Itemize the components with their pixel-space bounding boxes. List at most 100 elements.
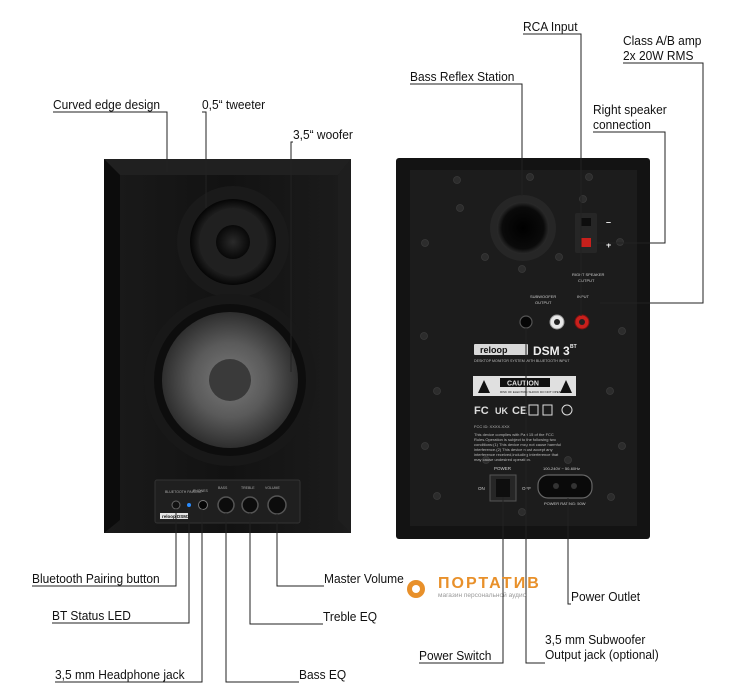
label-rca-input: RCA Input [523,19,578,34]
svg-text:This device complies with Part: This device complies with Part 15 of the… [474,432,554,437]
bass-eq-knob[interactable] [217,496,235,514]
ce-icon: CE [512,405,527,417]
warning-triangle-right-icon [560,380,572,393]
label-right-connection-line1: Right speaker [593,102,667,117]
callout-bass-eq [225,513,299,683]
callout-headphone [55,509,203,683]
sub-output-text-1: SUBWOOFER [530,294,556,299]
master-volume-knob[interactable] [267,495,287,515]
callout-lines [32,33,704,683]
weee-bin-icon [528,404,539,416]
headphone-jack[interactable] [198,500,208,510]
power-rating-text: POWER RATING: 50W [544,501,586,506]
callout-tweeter [202,111,207,208]
svg-text:may cause undesired operation.: may cause undesired operation. [474,457,531,462]
front-volume-text: VOLUME [265,486,280,490]
callout-master-volume [276,514,324,587]
label-tweeter: 0,5“ tweeter [202,97,266,112]
fcc-icon: FC [474,405,489,417]
voltage-text: 100-240V ~ 50-60Hz [543,466,580,471]
front-speaker: BLUETOOTH PAIRING PHONES BASS TREBLE VOL… [104,159,351,533]
ukca-icon: UK [495,406,508,416]
terminal-minus-sign: – [606,217,611,227]
recycle-icon [561,404,573,416]
caution-subtext: RISK OF ELECTRIC SHOCK DO NOT OPEN [500,390,561,394]
rca-right-pin [579,319,585,325]
curved-edge-top [104,159,351,175]
power-outlet[interactable] [537,474,593,499]
callout-bt-pairing [32,509,177,587]
callout-subwoofer-out [525,328,545,664]
label-master-volume: Master Volume [324,571,404,586]
switch-off-text: OFF [522,486,531,491]
certification-icons: FC UK CE [474,405,527,417]
callout-treble [249,513,323,625]
label-power-switch: Power Switch [419,648,492,663]
back-model-bt: BT [570,344,577,350]
callout-right-speaker [593,131,666,244]
terminal-plus-sign: + [606,240,611,250]
subwoofer-output-jack[interactable] [519,315,533,329]
watermark-logo [407,580,425,598]
outlet-pin-left [553,483,559,489]
bt-status-led [187,503,191,507]
outlet-pin-right [571,483,577,489]
warning-triangle-left-icon [478,380,490,393]
terminal-positive[interactable] [581,238,591,247]
bt-pairing-button[interactable] [171,500,181,510]
sub-output-text-2: OUTPUT [535,300,552,305]
tweeter-dome [216,225,250,259]
label-woofer: 3,5“ woofer [293,127,353,142]
front-bass-text: BASS [218,486,228,490]
front-pairing-text: BLUETOOTH PAIRING [165,490,202,494]
back-model-number: 3 [563,344,570,358]
label-headphone-jack: 3,5 mm Headphone jack [55,667,185,682]
watermark-subtitle: магазин персональной аудио [438,592,527,599]
front-logo-plate [160,513,188,519]
back-brand-text: reloop [480,345,508,355]
caution-text: CAUTION [507,381,539,388]
bass-reflex-port [497,202,549,254]
label-curved-edge-design: Curved edge design [53,97,161,112]
callout-class-amp [600,62,704,304]
callout-woofer [290,141,293,372]
input-text: INPUT [577,294,590,299]
right-speaker-text-2: OUTPUT [578,278,595,283]
label-bass-reflex: Bass Reflex Station [410,69,515,84]
callout-bass-reflex [410,83,523,196]
label-bass-eq: Bass EQ [299,667,347,682]
watermark-inner-circle [412,585,420,593]
treble-eq-knob[interactable] [241,496,259,514]
back-speaker: – + RIGHT SPEAKER OUTPUT SUBWOOFER OUTPU… [396,158,650,539]
label-right-connection-line2: connection [593,117,651,132]
back-model-text: DSM [533,344,560,358]
label-subwoofer-output-line1: 3,5 mm Subwoofer [545,632,646,647]
front-phones-text: PHONES [193,489,208,493]
callout-bt-led [52,507,190,624]
svg-text:Rules.Operation is subject to: Rules.Operation is subject to the follow… [474,437,557,442]
label-subwoofer-output-line2: Output jack (optional) [545,647,659,662]
callout-power-switch [419,497,504,664]
panel-screws [420,173,626,516]
label-bt-pairing: Bluetooth Pairing button [32,571,160,586]
callout-curved-edge [53,111,168,172]
curved-edge-right [338,159,351,533]
rohs-icon [542,404,553,416]
power-text: POWER [494,466,512,471]
caution-header [500,378,550,387]
back-tagline: DESKTOP MONITOR SYSTEM WITH BLUETOOTH IN… [474,359,570,363]
curved-edge-left [104,159,120,533]
callout-power-outlet [567,498,571,605]
right-speaker-text-1: RIGHT SPEAKER [572,272,604,277]
front-treble-text: TREBLE [241,486,255,490]
svg-text:interference received,includin: interference received,including interfer… [474,452,559,457]
woofer-dust-cap [209,359,251,401]
label-class-amp-line2: 2x 20W RMS [623,48,694,63]
fcc-notice: FCC ID: XXXX-XXX This device complies wi… [474,424,561,462]
rca-left-pin [554,319,560,325]
label-bt-status-led: BT Status LED [52,608,131,623]
terminal-negative[interactable] [581,218,591,226]
callout-rca-input [523,33,582,316]
watermark-title: ПОРТАТИВ [438,575,541,592]
